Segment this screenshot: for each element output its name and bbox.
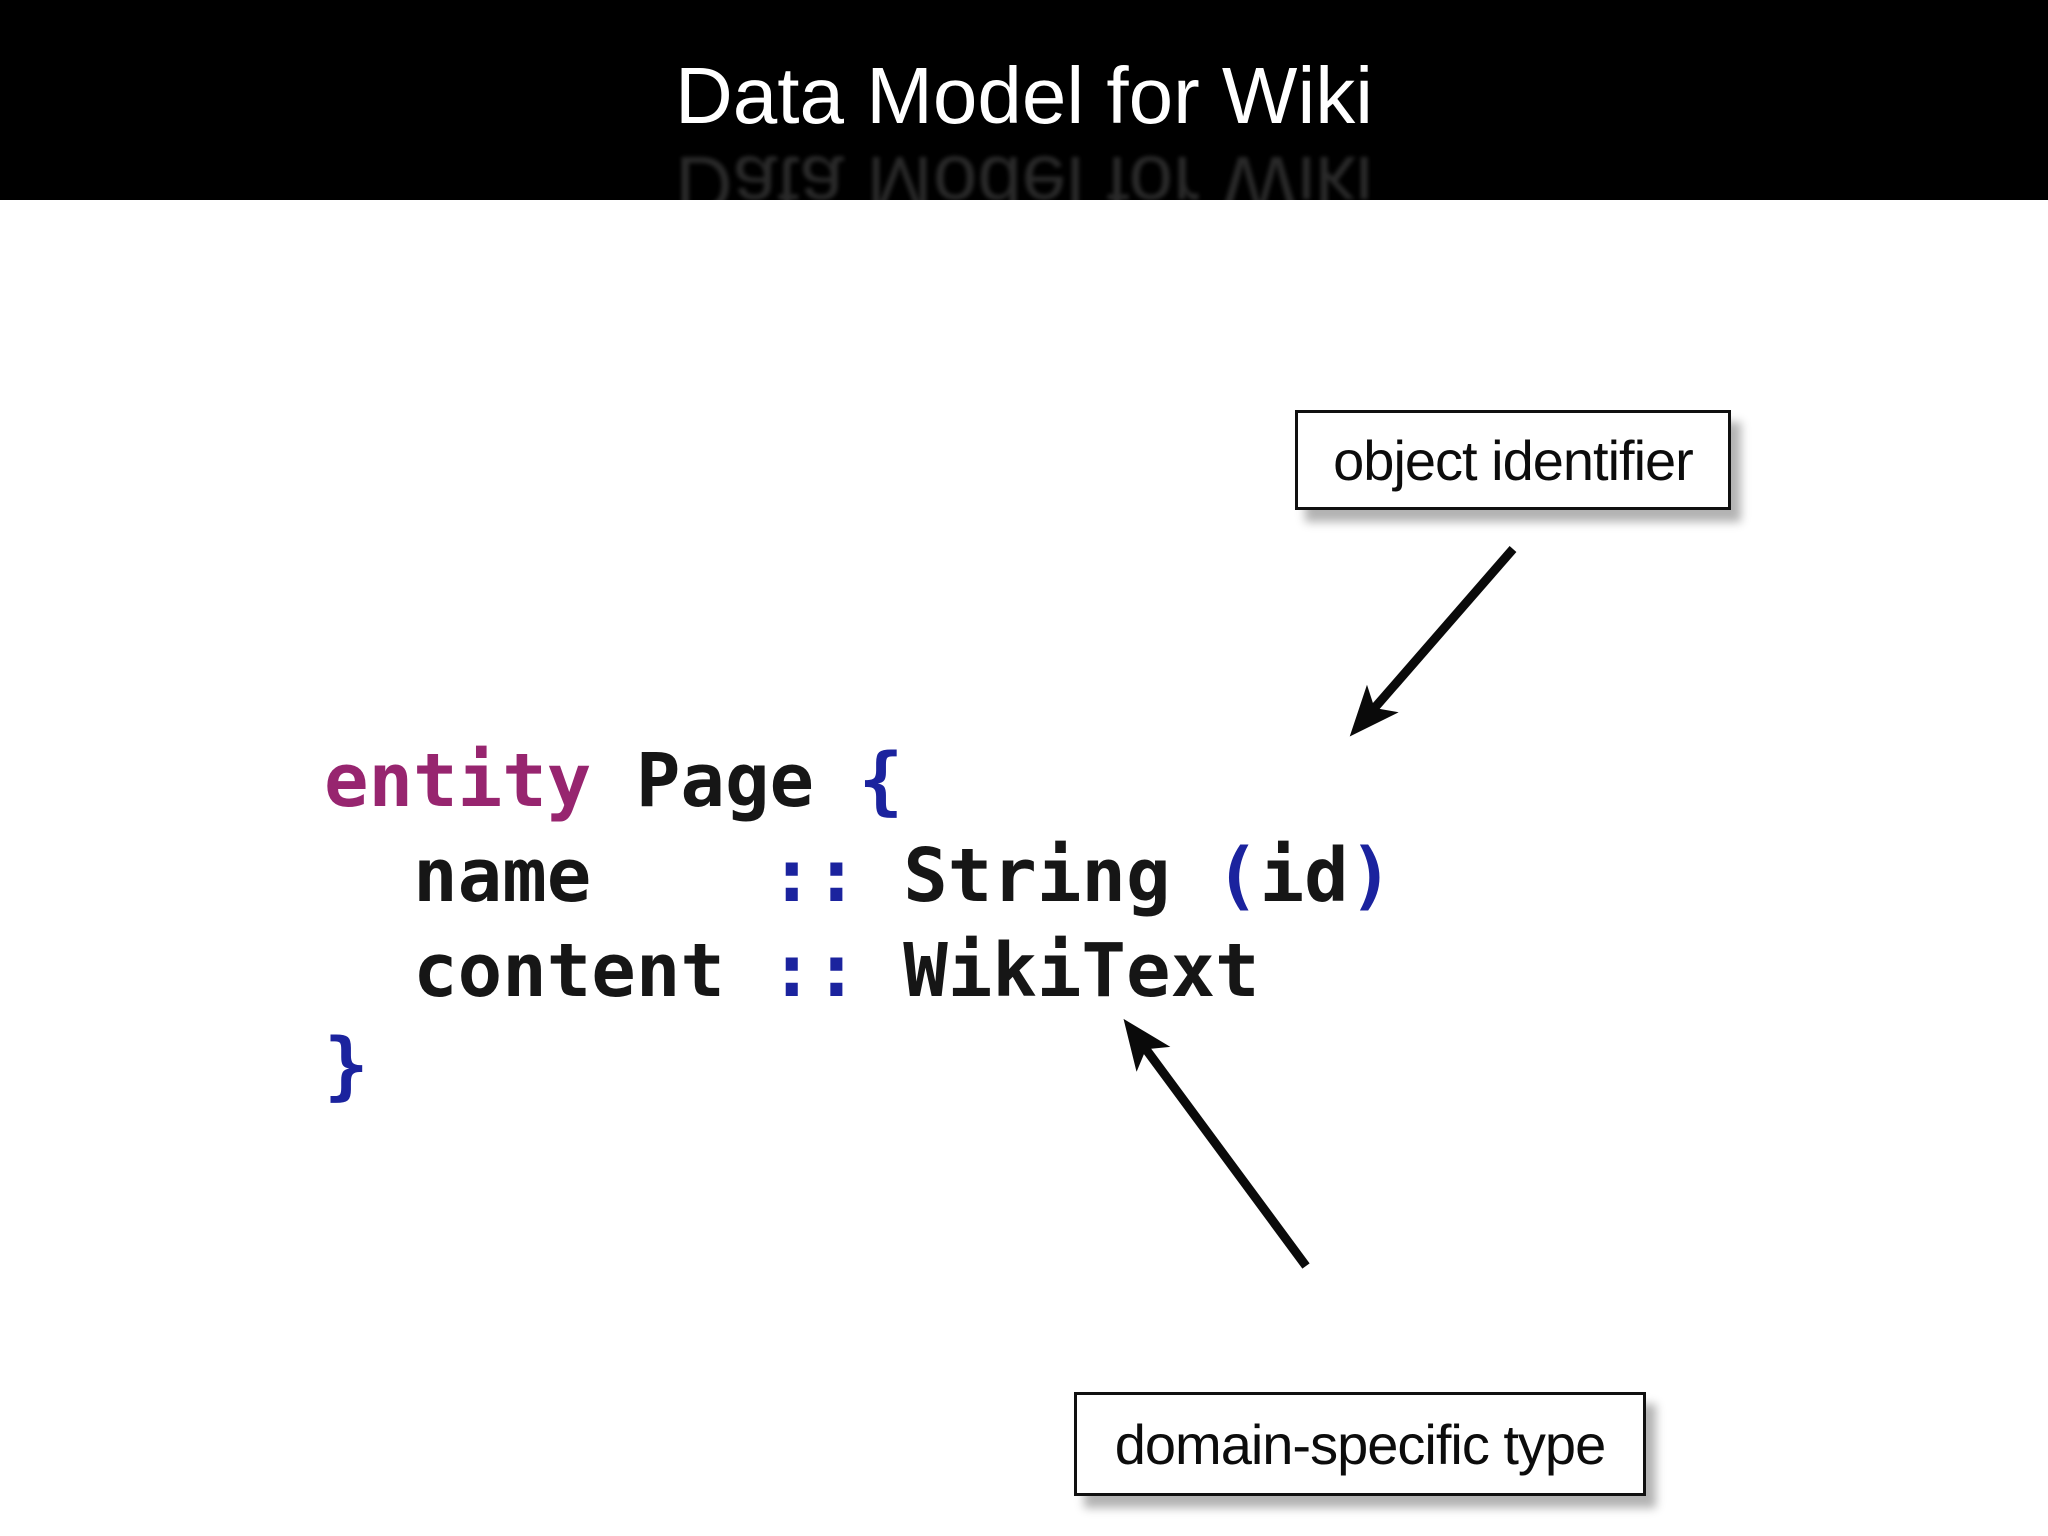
code-token: Page: [591, 738, 859, 824]
page-title: Data Model for Wiki: [675, 51, 1373, 140]
code-line: entity Page {: [324, 734, 1393, 829]
code-line: }: [324, 1019, 1393, 1114]
code-token-close-brace: }: [324, 1023, 369, 1109]
code-token-field-name: name: [324, 833, 770, 919]
callout-object-identifier-label: object identifier: [1333, 428, 1694, 492]
code-token-id: id: [1259, 833, 1349, 919]
code-token-double-colon: ::: [769, 928, 859, 1014]
callout-domain-specific-type: domain-specific type: [1074, 1392, 1646, 1496]
callout-domain-specific-type-label: domain-specific type: [1114, 1412, 1606, 1476]
code-line: name :: String (id): [324, 829, 1393, 924]
code-token-double-colon: ::: [769, 833, 859, 919]
code-token-close-paren: ): [1348, 833, 1394, 919]
arrow-object-identifier-to-id: [1349, 546, 1517, 737]
code-token-type-wikitext: WikiText: [858, 928, 1260, 1014]
code-token-open-paren: (: [1215, 833, 1260, 919]
code-block: entity Page { name :: String (id) conten…: [324, 734, 1393, 1114]
page-title-reflection: Data Model for Wiki: [675, 140, 1373, 200]
code-token-field-content: content: [324, 928, 770, 1014]
code-line: content :: WikiText: [324, 924, 1393, 1019]
callout-object-identifier: object identifier: [1295, 410, 1731, 510]
slide-header: Data Model for Wiki Data Model for Wiki: [0, 0, 2048, 200]
code-token-open-brace: {: [858, 738, 904, 824]
code-token-type-string: String: [858, 833, 1216, 919]
code-token-keyword: entity: [324, 738, 592, 824]
